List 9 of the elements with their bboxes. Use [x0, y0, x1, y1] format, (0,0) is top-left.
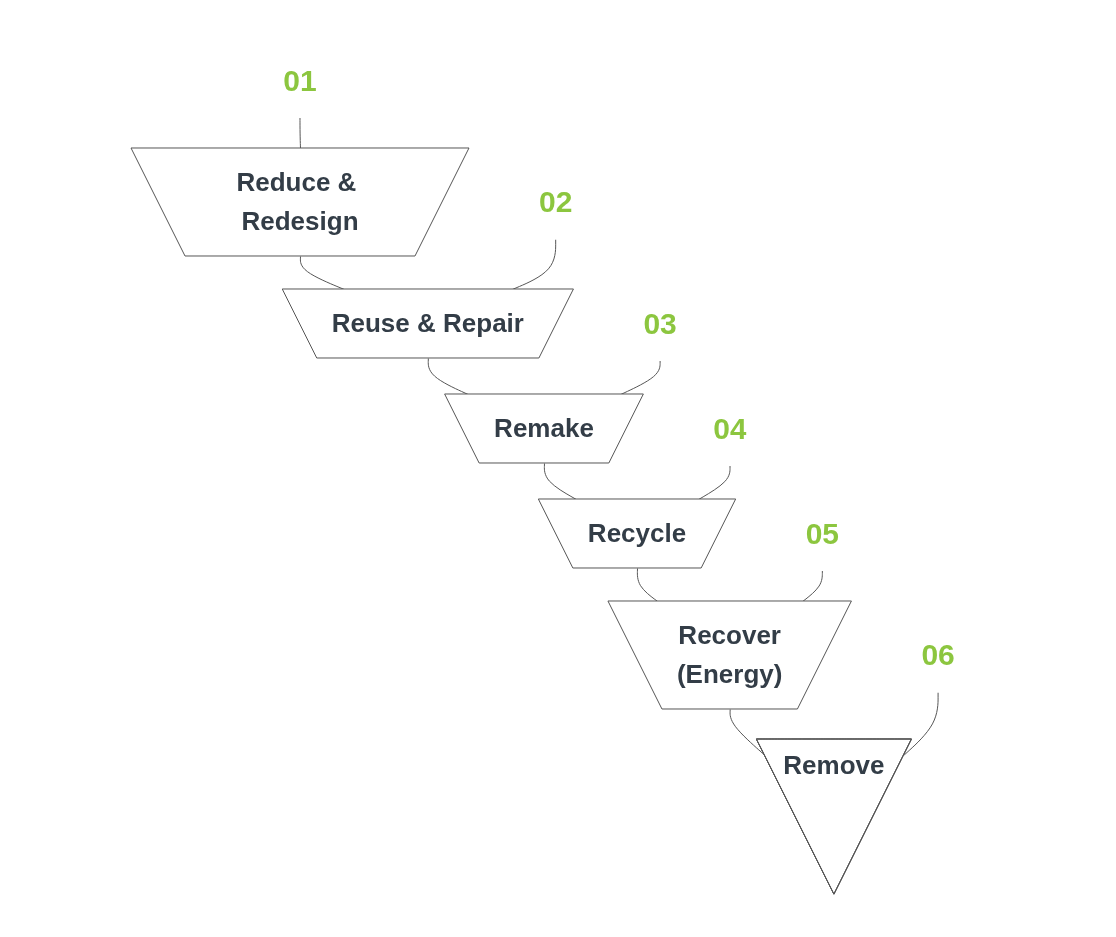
node-text: 05 — [805, 516, 840, 550]
node-text: 02 — [539, 185, 573, 219]
node-text: 03 — [643, 306, 677, 340]
node-text: 01 — [283, 63, 317, 97]
connector — [903, 691, 939, 756]
connector — [802, 570, 823, 602]
node-text: 04 — [713, 411, 747, 445]
connector — [299, 117, 302, 149]
node-text: 06 — [921, 638, 955, 672]
